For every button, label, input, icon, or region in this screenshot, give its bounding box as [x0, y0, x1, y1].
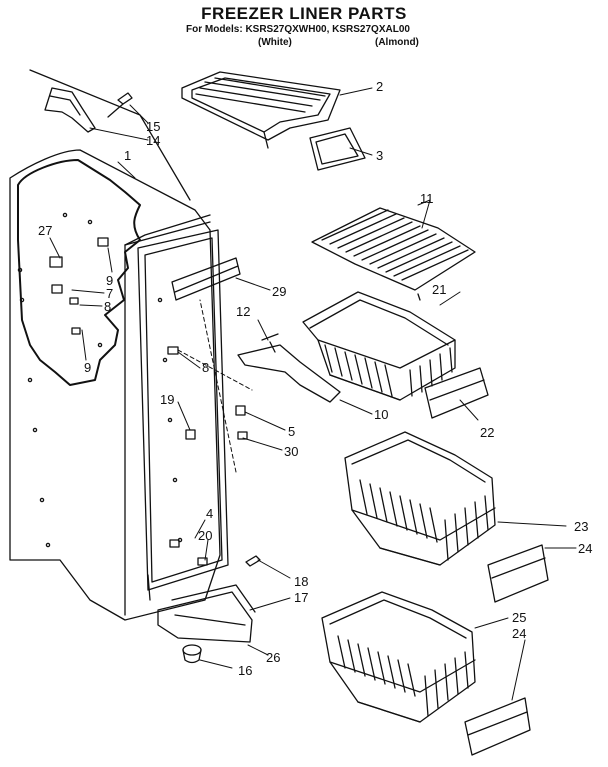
callout-30: 30: [284, 444, 298, 459]
variant-almond-label: (Almond): [375, 37, 419, 48]
callout-18: 18: [294, 574, 308, 589]
part-foot-16: [182, 644, 202, 664]
callout-16: 16: [238, 663, 252, 678]
part-upper-bracket: [44, 87, 96, 133]
part-upper-basket: [302, 291, 456, 401]
callout-7: 7: [106, 286, 113, 301]
callout-14: 14: [146, 133, 160, 148]
variant-white-label: (White): [258, 37, 292, 48]
callout-10: 10: [374, 407, 388, 422]
part-middle-basket: [344, 431, 496, 566]
callout-27: 27: [38, 223, 52, 238]
part-fasteners: [49, 237, 261, 567]
callout-24a: 24: [578, 541, 592, 556]
callout-19: 19: [160, 392, 174, 407]
models-line: For Models: KSRS27QXWH00, KSRS27QXAL00: [186, 24, 410, 35]
callout-12: 12: [236, 304, 250, 319]
callout-5: 5: [288, 424, 295, 439]
callout-8a: 8: [104, 299, 111, 314]
callout-22: 22: [480, 425, 494, 440]
part-bracket-10: [237, 333, 341, 403]
part-shelf-trim: [309, 127, 366, 171]
part-basket-cover-24b: [464, 697, 531, 756]
callout-20: 20: [198, 528, 212, 543]
part-basket-cover-22: [424, 367, 489, 419]
part-shelf-frame: [181, 71, 341, 149]
callout-9b: 9: [84, 360, 91, 375]
callout-17: 17: [294, 590, 308, 605]
callout-11: 11: [420, 191, 434, 206]
part-bottom-rail-17: [157, 584, 256, 643]
callout-3: 3: [376, 148, 383, 163]
callout-labels: 1 2 4 5 7 8 8 9 9 10 11 12 14 15 16 17 1…: [38, 79, 592, 678]
callout-4: 4: [206, 506, 213, 521]
callout-8b: 8: [202, 360, 209, 375]
callout-25: 25: [512, 610, 526, 625]
callout-21: 21: [432, 282, 446, 297]
diagram-title: FREEZER LINER PARTS: [201, 4, 407, 23]
part-lower-basket: [321, 591, 476, 723]
callout-2: 2: [376, 79, 383, 94]
callout-26: 26: [266, 650, 280, 665]
callout-1: 1: [124, 148, 131, 163]
callout-24b: 24: [512, 626, 526, 641]
callout-23: 23: [574, 519, 588, 534]
part-basket-cover-24a: [487, 544, 549, 603]
callout-15: 15: [146, 119, 160, 134]
callout-29: 29: [272, 284, 286, 299]
part-wire-shelf: [311, 207, 476, 301]
callout-9a: 9: [106, 273, 113, 288]
part-screw-15: [107, 92, 133, 118]
leader-lines: [49, 87, 577, 701]
part-trim-29: [171, 257, 241, 301]
